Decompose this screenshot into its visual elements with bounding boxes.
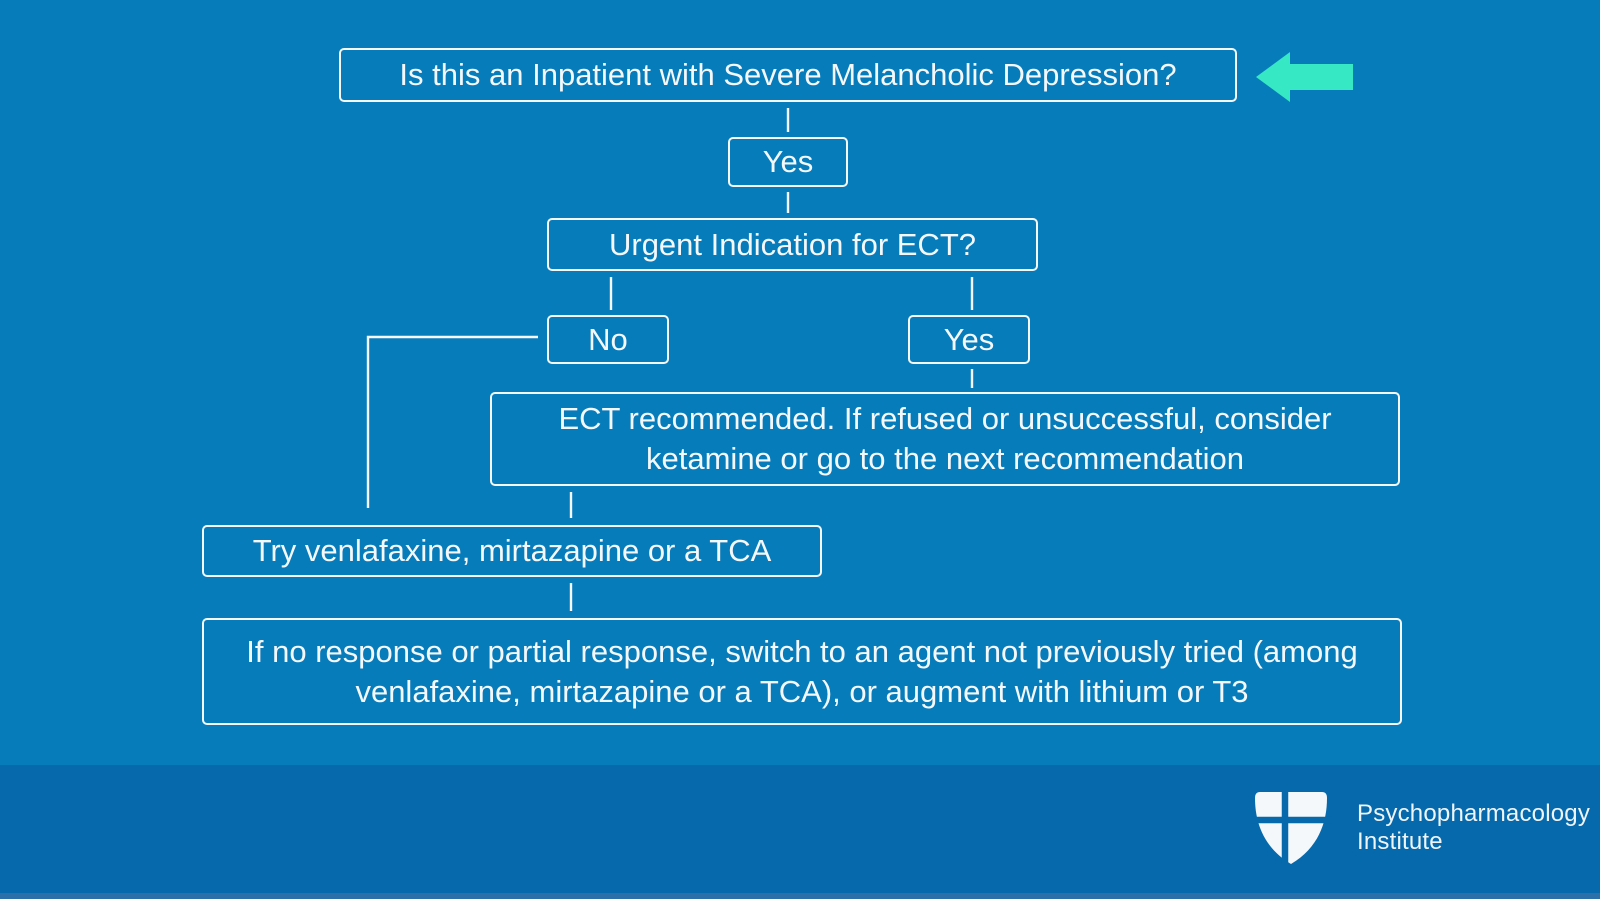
brand-text: Psychopharmacology Institute bbox=[1357, 800, 1590, 856]
brand-line1: Psychopharmacology bbox=[1357, 800, 1591, 827]
flow-node-question-inpatient: Is this an Inpatient with Severe Melanch… bbox=[339, 48, 1237, 102]
footer-bottom-strip bbox=[0, 893, 1600, 899]
pointer-arrow-icon bbox=[1256, 52, 1353, 102]
flow-node-try-agents: Try venlafaxine, mirtazapine or a TCA bbox=[202, 525, 822, 577]
flow-node-yes-1: Yes bbox=[728, 137, 848, 187]
flow-node-no: No bbox=[547, 315, 669, 364]
brand-logo: Psychopharmacology Institute bbox=[1251, 790, 1590, 866]
flow-node-question-ect: Urgent Indication for ECT? bbox=[547, 218, 1038, 271]
flow-node-ect-recommended: ECT recommended. If refused or unsuccess… bbox=[490, 392, 1400, 486]
footer-band bbox=[0, 765, 1600, 893]
shield-cross-logo-icon bbox=[1251, 790, 1331, 866]
flow-node-switch-or-augment: If no response or partial response, swit… bbox=[202, 618, 1402, 725]
brand-line2: Institute bbox=[1357, 828, 1443, 855]
flow-node-yes-2: Yes bbox=[908, 315, 1030, 364]
